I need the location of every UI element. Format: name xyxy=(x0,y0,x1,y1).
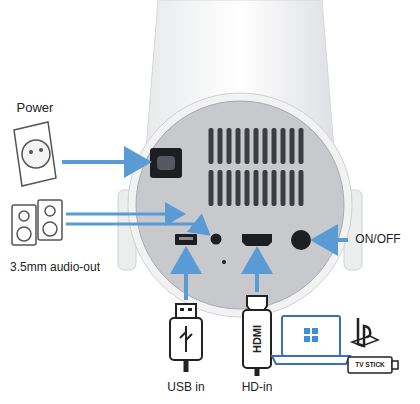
port-label: 3.5mm audio-out xyxy=(10,261,100,274)
port-label: USB in xyxy=(167,381,204,394)
device-marking: TV STICK xyxy=(355,361,385,368)
port-label: Power xyxy=(17,101,54,115)
port-label: ON/OFF xyxy=(355,233,400,246)
port-label: HD-in xyxy=(242,381,273,394)
plug-marking: HDMI xyxy=(251,325,263,353)
